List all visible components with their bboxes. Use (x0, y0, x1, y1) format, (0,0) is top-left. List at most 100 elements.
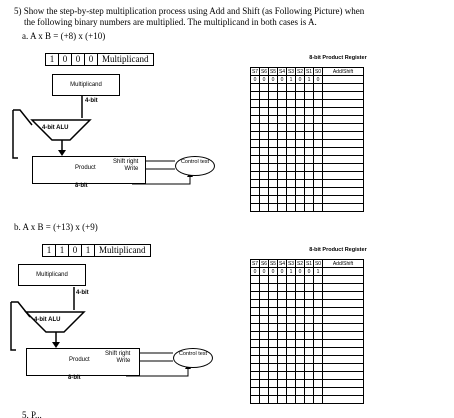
bit-cell[interactable] (259, 187, 269, 196)
add-shift-cell[interactable] (322, 371, 364, 380)
bit-cell[interactable] (286, 387, 296, 396)
bit-cell[interactable] (277, 307, 287, 316)
bit-cell[interactable] (304, 195, 314, 204)
bit-cell[interactable] (295, 323, 305, 332)
bit-cell[interactable] (268, 203, 278, 212)
bit-cell[interactable] (304, 147, 314, 156)
bit-cell[interactable] (304, 131, 314, 140)
bit-cell[interactable] (286, 283, 296, 292)
bit-cell[interactable] (304, 331, 314, 340)
bit-cell[interactable] (277, 107, 287, 116)
bit-cell[interactable] (286, 139, 296, 148)
add-shift-cell[interactable] (322, 363, 364, 372)
bit-cell[interactable] (286, 339, 296, 348)
add-shift-cell[interactable] (322, 187, 364, 196)
bit-cell[interactable] (277, 195, 287, 204)
bit-cell[interactable]: S4 (277, 67, 287, 76)
bit-cell[interactable] (259, 107, 269, 116)
bit-cell[interactable] (313, 83, 323, 92)
bit-cell[interactable] (268, 323, 278, 332)
bit-cell[interactable] (313, 99, 323, 108)
bit-cell[interactable] (277, 355, 287, 364)
bit-cell[interactable] (295, 339, 305, 348)
bit-cell[interactable] (250, 339, 260, 348)
bit-cell[interactable] (295, 355, 305, 364)
bit-cell[interactable] (277, 387, 287, 396)
add-shift-cell[interactable] (322, 91, 364, 100)
bit-cell[interactable] (313, 195, 323, 204)
bit-cell[interactable] (250, 99, 260, 108)
bit-cell[interactable] (304, 115, 314, 124)
bit-cell[interactable] (259, 155, 269, 164)
bit-cell[interactable] (286, 187, 296, 196)
bit-cell[interactable] (313, 123, 323, 132)
bit-cell[interactable] (268, 387, 278, 396)
bit-cell[interactable] (304, 139, 314, 148)
add-shift-cell[interactable] (322, 203, 364, 212)
bit-cell[interactable] (268, 363, 278, 372)
bit-cell[interactable] (286, 275, 296, 284)
bit-cell[interactable] (313, 331, 323, 340)
bit-cell[interactable] (268, 147, 278, 156)
bit-cell[interactable] (286, 155, 296, 164)
bit-cell[interactable] (295, 363, 305, 372)
bit-cell[interactable] (295, 171, 305, 180)
bit-cell[interactable] (304, 123, 314, 132)
bit-cell[interactable] (286, 195, 296, 204)
bit-cell[interactable] (313, 371, 323, 380)
bit-cell[interactable] (304, 355, 314, 364)
bit-cell[interactable] (250, 107, 260, 116)
bit-cell[interactable] (259, 139, 269, 148)
bit-cell[interactable] (268, 299, 278, 308)
bit-cell[interactable]: 0 (259, 75, 269, 84)
bit-cell[interactable] (250, 147, 260, 156)
bit-cell[interactable] (313, 107, 323, 116)
bit-cell[interactable] (313, 387, 323, 396)
bit-cell[interactable] (268, 139, 278, 148)
bit-cell[interactable] (250, 195, 260, 204)
bit-cell[interactable]: 0 (304, 267, 314, 276)
bit-cell[interactable] (250, 139, 260, 148)
bit-cell[interactable] (277, 363, 287, 372)
bit-cell[interactable]: S6 (259, 259, 269, 268)
bit-cell[interactable]: 0 (250, 267, 260, 276)
bit-cell[interactable] (268, 291, 278, 300)
bit-cell[interactable] (250, 315, 260, 324)
bit-cell[interactable] (313, 171, 323, 180)
bit-cell[interactable] (295, 83, 305, 92)
bit-cell[interactable] (268, 195, 278, 204)
bit-cell[interactable] (277, 291, 287, 300)
add-shift-cell[interactable]: Add/Shift (322, 259, 364, 268)
bit-cell[interactable] (277, 395, 287, 404)
bit-cell[interactable] (268, 179, 278, 188)
bit-cell[interactable] (268, 171, 278, 180)
bit-cell[interactable] (250, 283, 260, 292)
bit-cell[interactable] (313, 163, 323, 172)
bit-cell[interactable] (259, 195, 269, 204)
bit-cell[interactable] (250, 323, 260, 332)
bit-cell[interactable] (286, 147, 296, 156)
bit-cell[interactable] (304, 179, 314, 188)
bit-cell[interactable] (304, 339, 314, 348)
bit-cell[interactable] (268, 115, 278, 124)
bit-cell[interactable]: S4 (277, 259, 287, 268)
bit-cell[interactable] (304, 315, 314, 324)
bit-cell[interactable] (268, 91, 278, 100)
bit-cell[interactable] (259, 147, 269, 156)
bit-cell[interactable] (250, 275, 260, 284)
bit-cell[interactable] (250, 299, 260, 308)
bit-cell[interactable] (304, 379, 314, 388)
bit-cell[interactable] (313, 203, 323, 212)
bit-cell[interactable] (277, 187, 287, 196)
bit-cell[interactable] (304, 299, 314, 308)
bit-cell[interactable] (286, 323, 296, 332)
bit-cell[interactable] (295, 195, 305, 204)
bit-cell[interactable] (313, 275, 323, 284)
bit-cell[interactable]: S5 (268, 67, 278, 76)
bit-cell[interactable] (259, 395, 269, 404)
bit-cell[interactable] (250, 307, 260, 316)
bit-cell[interactable]: S1 (304, 67, 314, 76)
bit-cell[interactable] (268, 83, 278, 92)
bit-cell[interactable] (295, 331, 305, 340)
bit-cell[interactable] (268, 163, 278, 172)
